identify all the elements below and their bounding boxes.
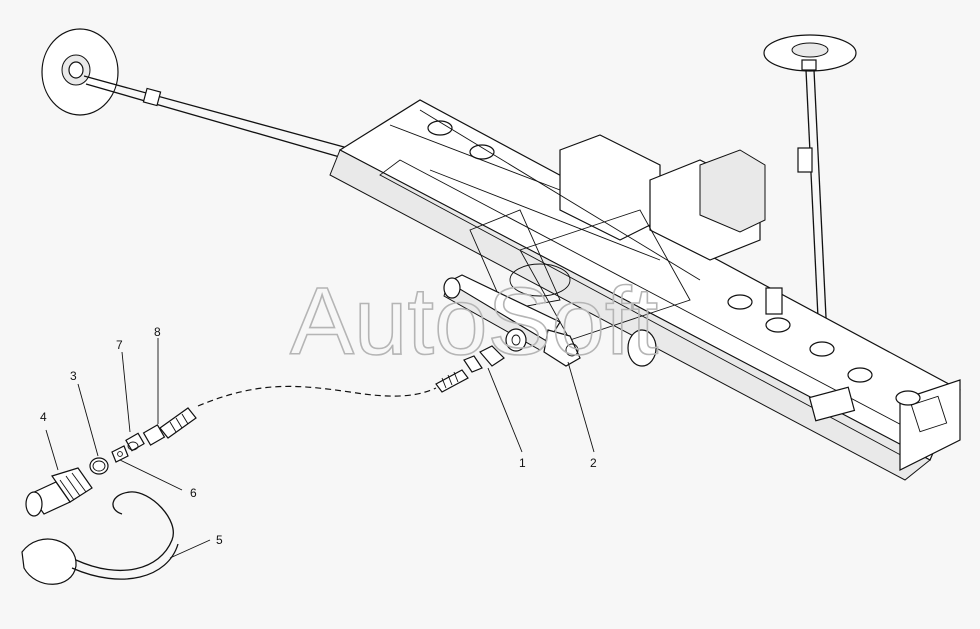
callout-8: 8 bbox=[154, 325, 161, 339]
part-2-clevis bbox=[543, 329, 581, 367]
part-7-nipple bbox=[125, 432, 145, 452]
hydraulic-hose bbox=[197, 385, 437, 407]
part-8-hose-fitting bbox=[142, 407, 197, 446]
callout-6: 6 bbox=[190, 486, 197, 500]
callout-4: 4 bbox=[40, 410, 47, 424]
part-6-washer bbox=[111, 445, 129, 463]
leader-lines bbox=[45, 338, 595, 559]
callout-5: 5 bbox=[216, 533, 223, 547]
main-frame bbox=[329, 99, 961, 481]
part-1-hydraulic-cylinder bbox=[435, 274, 561, 393]
callout-7: 7 bbox=[116, 338, 123, 352]
part-3-o-ring bbox=[89, 457, 109, 475]
callout-1: 1 bbox=[519, 456, 526, 470]
right-marker-disc bbox=[763, 34, 857, 72]
watermark-text: AutoSoft bbox=[290, 268, 658, 375]
callout-3: 3 bbox=[70, 369, 77, 383]
part-4-quick-coupler bbox=[25, 467, 93, 517]
callout-2: 2 bbox=[590, 456, 597, 470]
part-5-dust-cap bbox=[21, 491, 179, 585]
left-marker-disc bbox=[41, 28, 119, 116]
